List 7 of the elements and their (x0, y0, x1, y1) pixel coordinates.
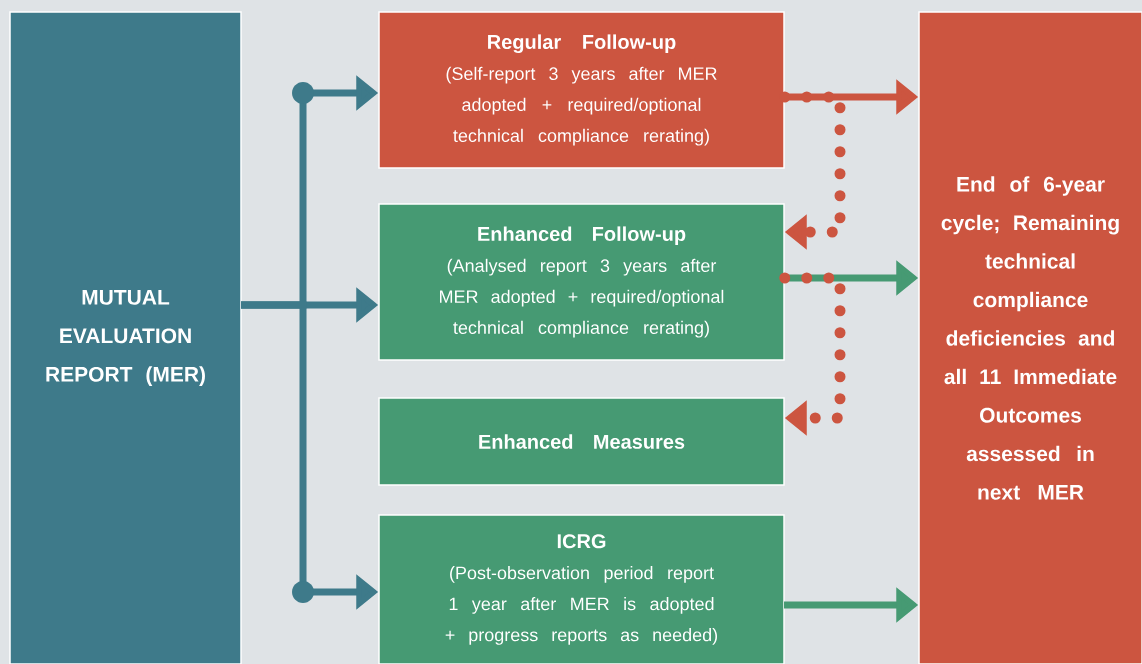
follow-up-box: Enhanced Follow-up (Analysed report 3 years after MER adopted + required/optional technical compliance rerating) (378, 203, 785, 361)
dotted-arrow (779, 272, 846, 436)
follow-up-box: Enhanced Measures (378, 397, 785, 486)
report-box: MUTUAL EVALUATION REPORT (MER) (9, 11, 242, 664)
follow-up-box: ICRG (Post-observation period report 1 year after MER is adopted + progress reports as needed) (378, 514, 785, 664)
outcome-box: End of 6-year cycle; Remaining technical compliance deficiencies and all 11 Immediate Outcomes assessed in next MER (918, 11, 1142, 664)
follow-up-box: Regular Follow-up (Self-report 3 years after MER adopted + required/optional technical compliance rerating) (378, 11, 785, 169)
